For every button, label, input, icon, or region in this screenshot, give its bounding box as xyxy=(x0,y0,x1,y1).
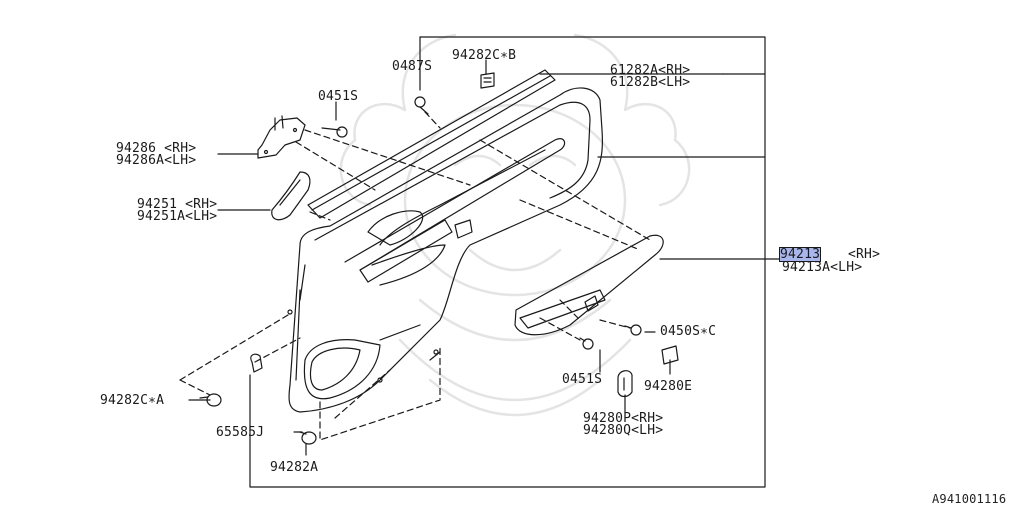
part-label-0487s: 0487S xyxy=(392,59,433,74)
weatherstrip-61282 xyxy=(307,69,556,219)
leader-lines xyxy=(188,36,780,488)
part-label-0451s-top: 0451S xyxy=(318,89,359,104)
part-label-94213-highlighted[interactable]: 94213 xyxy=(778,247,822,262)
part-label-61282b: 61282B<LH> xyxy=(610,75,691,90)
part-label-94286: 94286 <RH> xyxy=(116,141,197,156)
part-label-94280p: 94280P<RH> xyxy=(583,411,664,426)
screw-0450S-C xyxy=(624,324,642,336)
armrest-94251 xyxy=(271,171,311,221)
part-label-94280e: 94280E xyxy=(644,379,693,394)
part-label-94251a: 94251A<LH> xyxy=(137,209,218,224)
screw-0451S-top xyxy=(321,126,348,138)
diagram-id: A941001116 xyxy=(932,492,1007,506)
screw-0451S-bottom xyxy=(579,337,594,350)
clip-94282C-B xyxy=(480,72,495,89)
part-label-94280q: 94280Q<LH> xyxy=(583,423,664,438)
cap-94280E xyxy=(661,345,679,365)
pull-handle-cover-94213 xyxy=(514,234,664,336)
part-label-94282c-a: 94282C∗A xyxy=(100,393,165,408)
part-label-94213-rh: <RH> xyxy=(848,247,881,262)
part-label-94213a: 94213A<LH> xyxy=(782,260,863,275)
clip-65585J xyxy=(250,353,263,373)
clip-94282A xyxy=(299,431,317,445)
clip-94282C-A xyxy=(199,393,222,407)
bracket-94286 xyxy=(257,115,306,159)
door-trim-panel-94213 xyxy=(287,87,603,413)
part-label-94282a: 94282A xyxy=(270,460,319,475)
cap-94280P xyxy=(617,370,633,398)
screw-0487S xyxy=(414,96,429,115)
watermark-emblem xyxy=(339,33,691,417)
part-label-94282c-b: 94282C∗B xyxy=(452,48,517,63)
part-label-0450s-c: 0450S∗C xyxy=(660,324,717,339)
part-label-65585j: 65585J xyxy=(216,425,265,440)
part-label-94251: 94251 <RH> xyxy=(137,197,218,212)
part-label-94286a: 94286A<LH> xyxy=(116,153,197,168)
part-label-61282a: 61282A<RH> xyxy=(610,63,691,78)
part-label-0451s-bottom: 0451S xyxy=(562,372,603,387)
